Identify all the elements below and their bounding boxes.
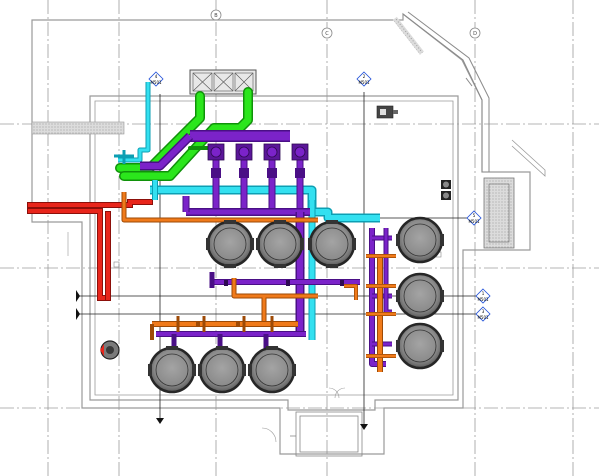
- section-tag-number: 3: [482, 309, 485, 314]
- section-tag-sheet: M501: [477, 297, 489, 302]
- pipe-orange[interactable]: [121, 192, 396, 372]
- pump-group: [207, 143, 309, 178]
- section-tag-number: 2: [363, 74, 366, 79]
- ramp-lines: [511, 139, 546, 177]
- valve-markers: [196, 280, 344, 327]
- section-tag-sheet: M501: [358, 80, 370, 85]
- equipment-pad-right: [483, 177, 515, 249]
- small-devices-pair[interactable]: [441, 180, 451, 200]
- pump-4[interactable]: [291, 143, 309, 178]
- small-room-bottom: [290, 411, 363, 457]
- grid-bubble-label: B: [214, 13, 218, 19]
- inner-wall-line: [89, 95, 459, 411]
- section-tag-number: 1: [482, 291, 485, 296]
- section-end-markers: [76, 290, 368, 430]
- ref-box-1: [113, 261, 120, 268]
- section-tag-number: 4: [155, 74, 158, 79]
- tank-upper-3[interactable]: [308, 220, 356, 268]
- pump-1[interactable]: [207, 143, 225, 178]
- pipe-green[interactable]: [115, 87, 253, 181]
- section-tag-number: 5: [473, 213, 476, 218]
- control-panel[interactable]: [376, 105, 398, 119]
- section-tag-5[interactable]: 3 M501: [475, 306, 491, 322]
- section-tag-3[interactable]: 5 M501: [466, 210, 482, 226]
- door-swings: [67, 232, 346, 443]
- sump-device[interactable]: [100, 340, 120, 360]
- section-tag-sheet: M501: [150, 80, 162, 85]
- pipe-red[interactable]: [27, 199, 153, 301]
- tank-right-2[interactable]: [396, 272, 444, 320]
- tank-upper-2[interactable]: [256, 220, 304, 268]
- tank-lower-3[interactable]: [248, 346, 296, 394]
- inner-wall-line-2: [94, 100, 454, 396]
- tank-lower-1[interactable]: [148, 346, 196, 394]
- tank-right-3[interactable]: [396, 322, 444, 370]
- hatched-wall-left: [31, 121, 125, 135]
- outer-wall-boundary: [31, 12, 531, 455]
- section-tag-2[interactable]: 2 M501: [356, 71, 372, 87]
- section-tag-sheet: M501: [468, 219, 480, 224]
- section-tag-sheet: M501: [477, 315, 489, 320]
- section-tag-1[interactable]: 4 M501: [148, 71, 164, 87]
- tank-upper-1[interactable]: [206, 220, 254, 268]
- tank-right-1[interactable]: [396, 216, 444, 264]
- tank-lower-2[interactable]: [198, 346, 246, 394]
- grid-bubble-left-top[interactable]: B: [210, 9, 222, 21]
- grid-bubble-label: C: [325, 31, 329, 37]
- pump-2[interactable]: [235, 143, 253, 178]
- grid-bubble-right-top[interactable]: D: [469, 27, 481, 39]
- pipe-cyan[interactable]: [114, 82, 380, 340]
- grid-bubble-center-top[interactable]: C: [321, 27, 333, 39]
- angled-wall: [402, 11, 490, 172]
- building-walls: [31, 12, 531, 455]
- pump-3[interactable]: [263, 143, 281, 178]
- grid-bubble-label: D: [473, 31, 477, 37]
- louver-unit[interactable]: [189, 69, 257, 95]
- section-tag-4[interactable]: 1 M501: [475, 288, 491, 304]
- hatched-wall-top-right: [392, 16, 424, 55]
